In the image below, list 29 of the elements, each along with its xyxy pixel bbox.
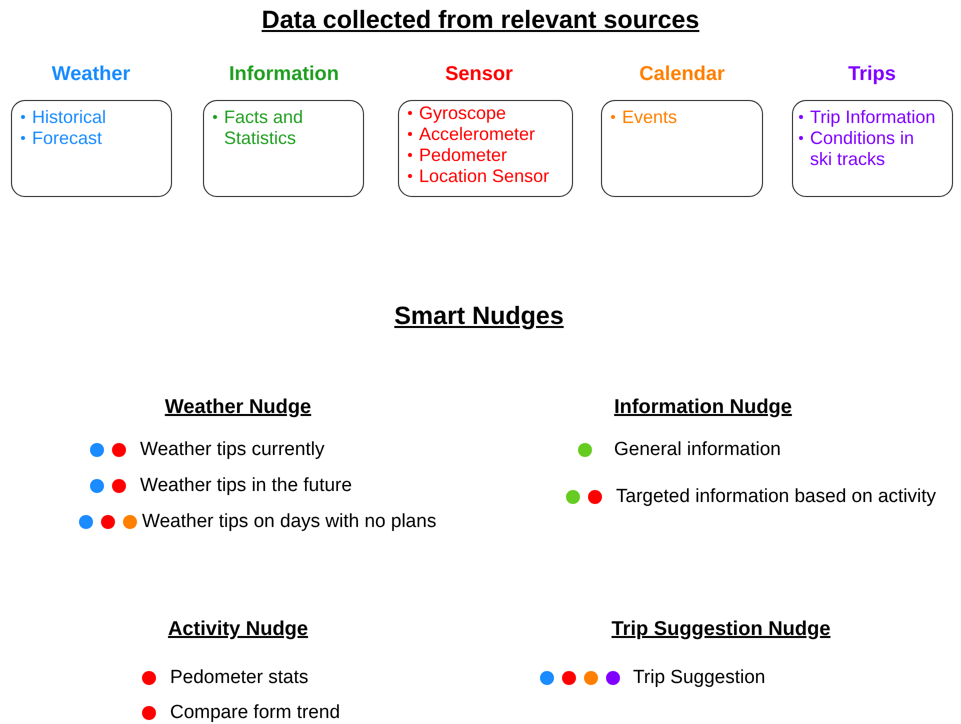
section-heading: Weather Nudge <box>164 396 312 419</box>
nudge-item: Compare form trend <box>170 702 340 724</box>
section-heading: Trip Suggestion Nudge <box>612 618 830 641</box>
bullet-text: Accelerometer <box>419 124 536 144</box>
diagram-title: Data collected from relevant sources <box>260 6 700 35</box>
bullet-text: Gyroscope <box>419 103 506 123</box>
bullet-text: Events <box>622 107 678 127</box>
bullet-text: Conditions in ski tracks <box>810 128 914 169</box>
section-heading: Smart Nudges <box>394 302 564 331</box>
nudge-item: Weather tips in the future <box>140 475 352 497</box>
bullet-text: Pedometer <box>419 145 508 165</box>
bullet-text: Trip Information <box>810 107 936 127</box>
nudge-item: Targeted information based on activity <box>616 486 936 508</box>
bullet-text: Historical <box>32 107 106 127</box>
nudge-item: Weather tips on days with no plans <box>142 511 436 533</box>
nudge-item: Pedometer stats <box>170 667 308 689</box>
bullet-text: Forecast <box>32 128 102 148</box>
nudge-item: Weather tips currently <box>140 439 324 461</box>
section-heading: Information Nudge <box>614 396 792 419</box>
source-heading: Sensor <box>444 63 514 86</box>
nudge-item: General information <box>614 439 781 461</box>
source-heading: Calendar <box>638 63 726 86</box>
source-heading: Weather <box>50 63 132 86</box>
source-heading: Information <box>228 63 340 86</box>
bullet-text: Location Sensor <box>419 166 550 186</box>
section-heading: Activity Nudge <box>168 618 308 641</box>
nudge-item: Trip Suggestion <box>633 667 766 689</box>
bullet-text: Facts and Statistics <box>224 107 304 148</box>
source-heading: Trips <box>847 63 897 86</box>
